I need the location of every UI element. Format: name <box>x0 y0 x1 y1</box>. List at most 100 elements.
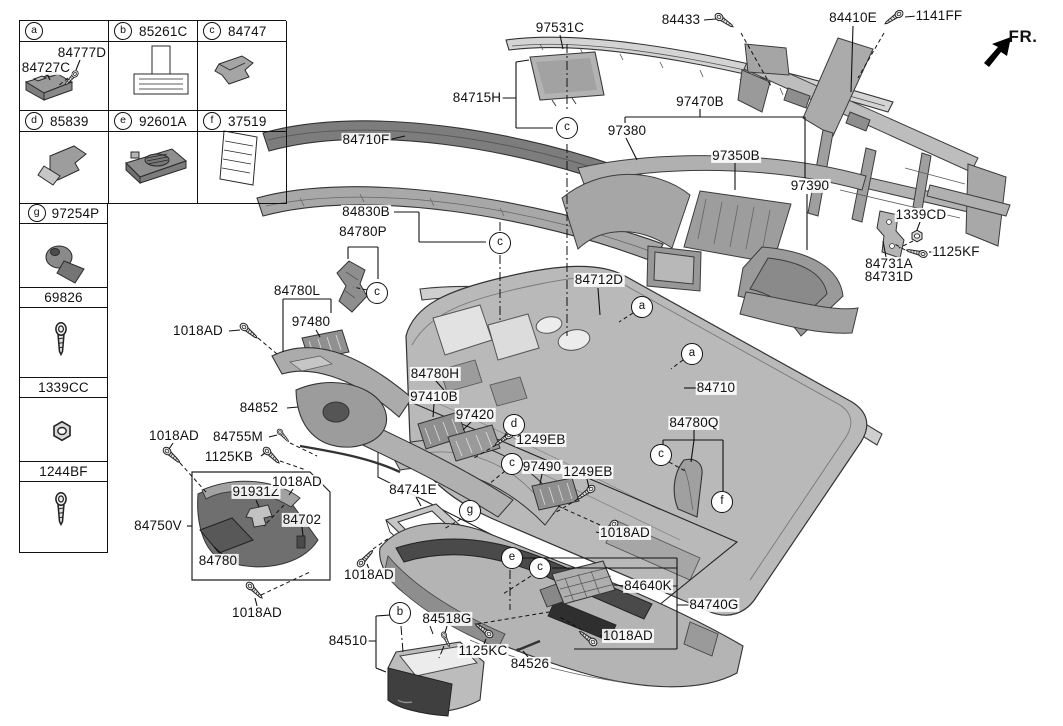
part-label-97350B: 97350B <box>711 147 761 164</box>
part-84526-rod <box>516 639 541 652</box>
part-label-1249EB: 1249EB <box>562 463 614 480</box>
part-label-84741E: 84741E <box>388 481 438 498</box>
part-84640K-pad <box>539 560 616 608</box>
legend-body-1244BF <box>20 482 107 552</box>
legend-header-1244BF: 1244BF <box>20 462 107 482</box>
part-84510-glove-box <box>387 641 485 717</box>
part-label-84780: 84780 <box>197 552 239 569</box>
part-84410E-crossbar <box>737 37 1011 247</box>
duct-group-97470B <box>561 155 867 337</box>
part-label-84731D: 84731D <box>863 268 915 285</box>
bolt-84433 <box>713 11 736 31</box>
bolt-1141FF <box>882 8 905 28</box>
screw-84755M <box>275 427 291 444</box>
part-84715H-panel <box>529 51 605 107</box>
part-lower-crash-pad-84740G <box>379 522 744 688</box>
part-84780-strip <box>199 517 254 554</box>
part-label-1125KB: 1125KB <box>203 448 255 465</box>
part-label-84510: 84510 <box>327 632 369 649</box>
part-label-97490: 97490 <box>521 458 563 475</box>
part-84755M-harness <box>299 444 401 474</box>
part-label-1018AD: 1018AD <box>148 427 200 444</box>
part-label-84777D: 84777D <box>56 44 108 61</box>
bolt-1125KB <box>261 445 282 466</box>
callout-b: b <box>389 602 411 624</box>
part-label-84410E: 84410E <box>828 9 878 26</box>
part-label-84710F: 84710F <box>341 131 391 148</box>
part-label-97410B: 97410B <box>409 388 459 405</box>
part-label-1018AD: 1018AD <box>172 322 224 339</box>
part-label-1125KC: 1125KC <box>457 642 509 659</box>
part-label-97390: 97390 <box>789 177 831 194</box>
legend-letter-a: a <box>25 22 43 40</box>
legend-header-c: c 84747 <box>198 21 287 42</box>
legend-body-e <box>109 132 198 204</box>
part-label-91931Z: 91931Z <box>231 483 281 500</box>
part-label-84740G: 84740G <box>688 596 740 613</box>
callout-c: c <box>650 444 672 466</box>
legend-header-b: b 85261C <box>109 21 198 42</box>
part-84780Q-cover <box>673 458 703 518</box>
callout-g: g <box>459 500 481 522</box>
leader-lines <box>46 15 934 673</box>
screw-1018AD <box>161 445 183 466</box>
callout-c: c <box>556 117 578 139</box>
legend-body-f <box>198 132 287 204</box>
legend-body-b <box>109 42 198 111</box>
part-label-1141FF: 1141FF <box>914 7 964 24</box>
legend-body-d <box>20 132 109 204</box>
part-label-84702: 84702 <box>281 511 323 528</box>
callout-c: c <box>529 557 551 579</box>
legend-letter-f: f <box>203 112 221 130</box>
part-label-84750V: 84750V <box>133 517 183 534</box>
leader-lines-dashed <box>57 32 914 631</box>
legend-header-g: g 97254P <box>20 203 107 224</box>
part-label-1339CD: 1339CD <box>894 206 948 223</box>
legend-header-a: a <box>20 21 109 42</box>
legend-header-d: d 85839 <box>20 111 109 132</box>
legend-body-1339CC <box>20 398 107 462</box>
legend-part-icons <box>24 45 258 526</box>
nut-1339CD <box>911 229 923 243</box>
legend-body-69826 <box>20 308 107 378</box>
legend-header-f: f 37519 <box>198 111 287 132</box>
steering-column-covers <box>271 329 514 518</box>
part-label-84780Q: 84780Q <box>668 414 720 431</box>
leader-lines-dashdot <box>400 44 568 659</box>
fr-direction-arrow <box>984 37 1011 67</box>
part-label-97470B: 97470B <box>675 93 725 110</box>
legend-header-1339CC: 1339CC <box>20 378 107 398</box>
part-84702-clip <box>296 535 306 549</box>
legend-body-c <box>198 42 287 111</box>
part-84780P-cover <box>336 260 368 313</box>
part-label-84780L: 84780L <box>272 282 322 299</box>
part-label-97420: 97420 <box>454 406 496 423</box>
callout-d: d <box>503 414 525 436</box>
legend-body-g <box>20 224 107 288</box>
part-label-97531C: 97531C <box>534 19 586 36</box>
legend-letter-g: g <box>27 204 46 222</box>
part-label-97480: 97480 <box>290 313 332 330</box>
legend-column: g 97254P 69826 1339CC 1244BF <box>19 203 108 553</box>
legend-table: a b 85261C c 84747 d 85839 e 92601A f 37… <box>19 20 287 204</box>
screw-1018AD <box>355 547 376 569</box>
part-label-84830B: 84830B <box>341 203 391 220</box>
part-label-1018AD: 1018AD <box>599 524 651 541</box>
part-label-84780H: 84780H <box>409 365 461 382</box>
callout-c: c <box>366 282 388 304</box>
screw-1018AD <box>238 321 260 342</box>
part-label-84433: 84433 <box>660 11 702 28</box>
part-label-97380: 97380 <box>606 122 648 139</box>
callout-f: f <box>711 491 733 513</box>
part-label-84780P: 84780P <box>338 223 388 240</box>
screw-1018AD <box>244 580 265 601</box>
legend-header-69826: 69826 <box>20 288 107 308</box>
part-label-FR: FR. <box>1008 27 1038 47</box>
part-label-1018AD: 1018AD <box>271 473 323 490</box>
part-label-84731A: 84731A <box>864 255 914 272</box>
part-label-1018AD: 1018AD <box>343 566 395 583</box>
part-label-1249EB: 1249EB <box>515 431 567 448</box>
legend-header-e: e 92601A <box>109 111 198 132</box>
part-label-84526: 84526 <box>509 655 551 672</box>
